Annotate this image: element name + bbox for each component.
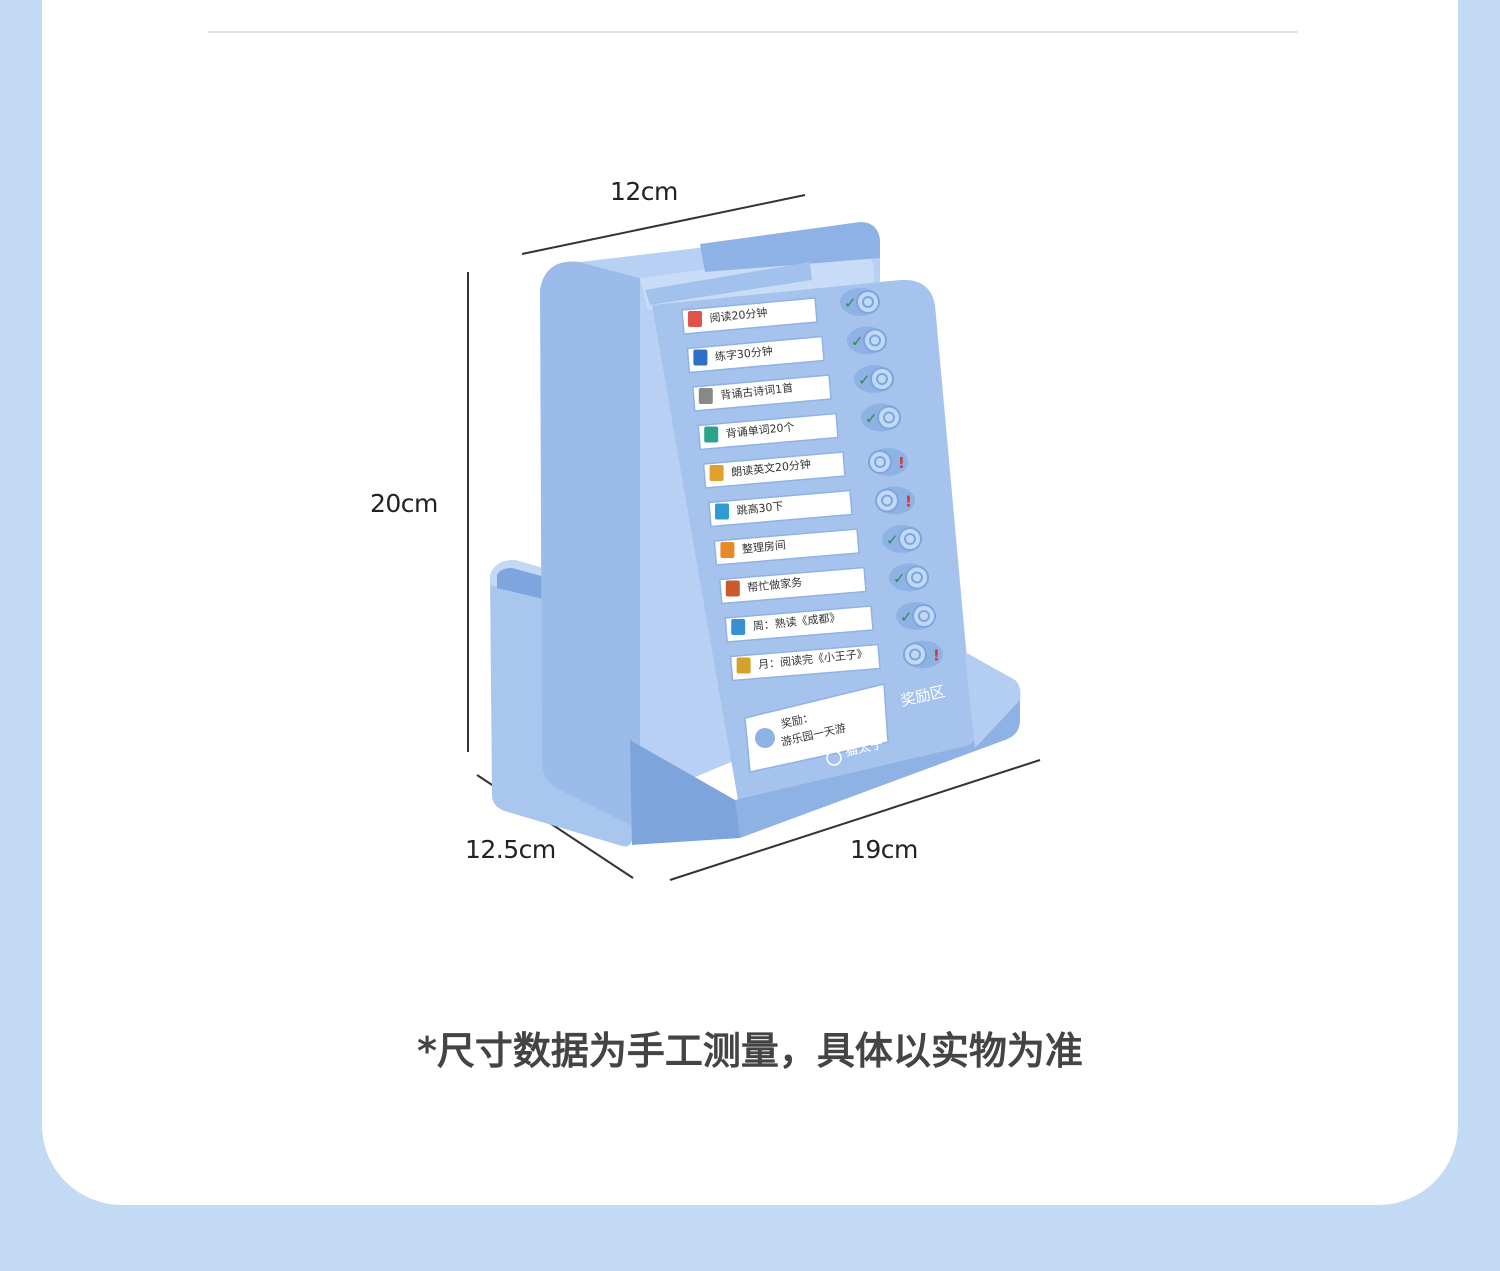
check-icon: ✓ — [886, 531, 899, 549]
task-row — [718, 566, 867, 605]
task-row — [713, 528, 860, 566]
reward-icon — [755, 728, 775, 748]
task-row — [697, 412, 839, 451]
knob-ring — [911, 571, 923, 584]
medal-icon — [736, 657, 751, 674]
clock-icon — [709, 465, 724, 481]
dim-line-top — [521, 194, 806, 255]
check-icon: ✓ — [865, 410, 878, 428]
check-icon: ✓ — [893, 570, 906, 588]
knob-ring — [869, 334, 881, 347]
knob-ring — [874, 456, 886, 468]
knob-ring — [883, 411, 895, 424]
check-icon: ✓ — [900, 608, 913, 626]
task-label: 跳高30下 — [736, 499, 784, 518]
exclamation-icon: ! — [933, 647, 940, 665]
knob-ring — [904, 533, 916, 545]
status-knob[interactable] — [875, 488, 899, 513]
jump-icon — [715, 503, 729, 520]
check-icon: ✓ — [844, 294, 857, 312]
task-row — [729, 643, 881, 682]
exclamation-icon: ! — [905, 493, 912, 511]
book-icon — [688, 311, 702, 327]
status-knob[interactable] — [898, 527, 922, 551]
task-label: 阅读20分钟 — [709, 305, 768, 325]
dim-label-height: 20cm — [370, 489, 438, 518]
check-icon: ✓ — [851, 333, 864, 351]
knob-ring — [876, 373, 888, 385]
status-knob[interactable] — [903, 642, 927, 667]
task-label: 帮忙做家务 — [747, 575, 803, 595]
knob-ring — [862, 296, 874, 308]
task-label: 练字30分钟 — [714, 343, 773, 363]
dim-label-base: 19cm — [850, 835, 918, 864]
measurement-footnote: *尺寸数据为手工测量，具体以实物为准 — [417, 1029, 1083, 1073]
broom-icon — [725, 580, 740, 597]
scroll-icon — [698, 388, 713, 404]
dim-label-top: 12cm — [610, 177, 678, 206]
knob-ring — [881, 494, 893, 507]
brand-logo-icon — [826, 750, 842, 766]
dim-label-depth: 12.5cm — [465, 835, 556, 864]
check-icon: ✓ — [858, 371, 871, 389]
status-knob[interactable] — [877, 405, 901, 430]
pen-icon — [693, 349, 708, 366]
task-row — [686, 335, 825, 374]
base-tray — [630, 652, 1021, 845]
music-icon — [731, 619, 746, 635]
task-row — [702, 451, 846, 489]
task-list: 阅读20分钟✓练字30分钟✓背诵古诗词1首✓背诵单词20个✓朗读英文20分钟!跳… — [681, 288, 943, 682]
task-row — [708, 489, 853, 528]
house-icon — [720, 542, 735, 558]
status-knob[interactable] — [863, 328, 887, 353]
task-row — [691, 374, 832, 412]
status-knob[interactable] — [905, 565, 929, 590]
knob-ring — [918, 610, 930, 622]
notebook-icon — [704, 426, 719, 443]
status-knob[interactable] — [870, 367, 894, 391]
status-knob[interactable] — [856, 290, 880, 314]
status-knob[interactable] — [868, 450, 892, 474]
task-row — [724, 605, 874, 643]
knob-ring — [909, 648, 921, 661]
exclamation-icon: ! — [898, 454, 905, 472]
status-knob[interactable] — [912, 604, 936, 628]
dim-line-base — [669, 759, 1041, 881]
task-row — [681, 297, 818, 335]
task-label: 整理房间 — [741, 537, 786, 556]
top-divider — [208, 31, 1298, 33]
